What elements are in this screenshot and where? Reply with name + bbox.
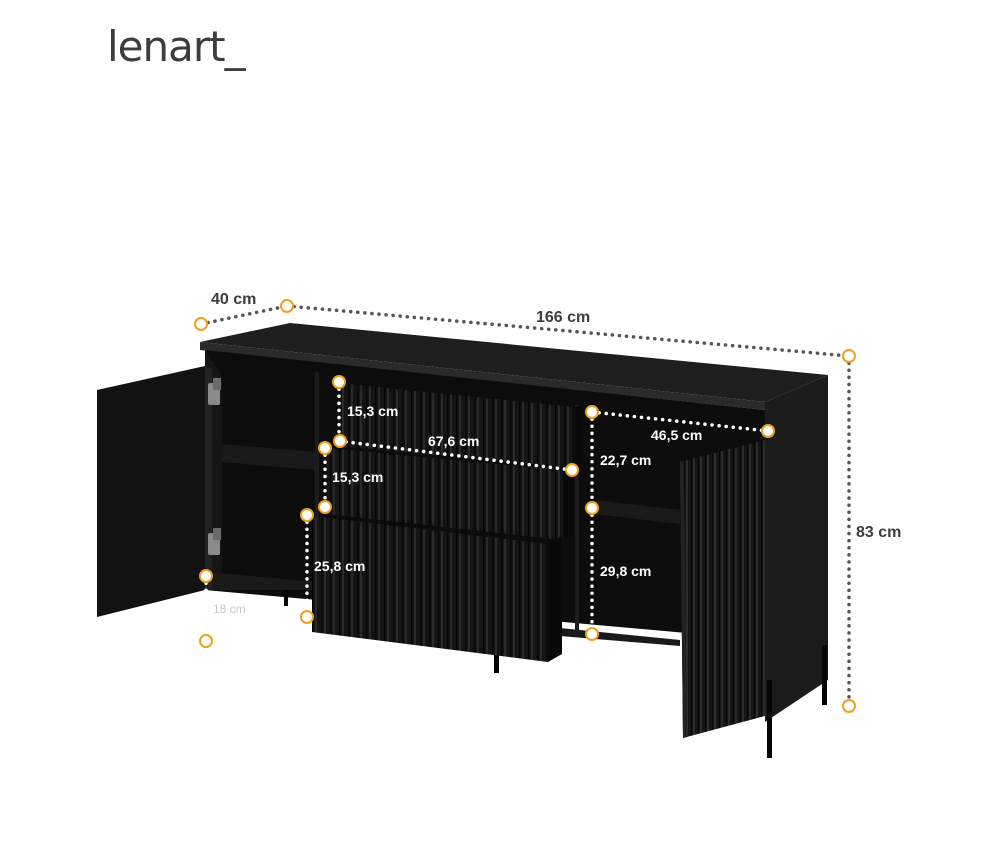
leg-left-back xyxy=(284,590,288,606)
dimension-marker-icon xyxy=(199,634,213,648)
left-door xyxy=(97,366,221,617)
dimension-marker-icon xyxy=(194,317,208,331)
right-shelf xyxy=(595,500,680,524)
shelf-depth-label: 46,5 cm xyxy=(651,427,702,443)
dimension-marker-icon xyxy=(300,508,314,522)
dimension-marker-icon xyxy=(318,441,332,455)
dimension-marker-icon xyxy=(280,299,294,313)
dimension-marker-icon xyxy=(842,349,856,363)
height-label: 83 cm xyxy=(856,524,901,541)
dimension-marker-icon xyxy=(300,610,314,624)
dimension-marker-icon xyxy=(761,424,775,438)
left-shelf xyxy=(222,444,318,470)
drawer-middle xyxy=(326,448,573,540)
drawer-top xyxy=(338,383,581,468)
drawer-top-height-label: 15,3 cm xyxy=(347,403,398,419)
drawer-bottom-height-label: 25,8 cm xyxy=(314,558,365,574)
dimension-marker-icon xyxy=(842,699,856,713)
dimension-marker-icon xyxy=(585,627,599,641)
dimension-marker-icon xyxy=(585,405,599,419)
dimension-marker-icon xyxy=(565,463,579,477)
leg-right-front xyxy=(767,680,772,758)
shelf-upper-height-label: 22,7 cm xyxy=(600,452,651,468)
leg-height-label: 18 cm xyxy=(213,602,246,616)
drawer-width-label: 67,6 cm xyxy=(428,433,479,449)
leg-center xyxy=(494,640,499,673)
width-line xyxy=(285,304,851,358)
drawer-middle-height-label: 15,3 cm xyxy=(332,469,383,485)
shelf-depth-line xyxy=(590,410,770,433)
dimension-marker-icon xyxy=(199,569,213,583)
width-label: 166 cm xyxy=(536,309,590,326)
shelf-lower-height-label: 29,8 cm xyxy=(600,563,651,579)
drawer-bottom xyxy=(312,516,562,662)
brand-logo: lenart_ xyxy=(107,22,246,71)
legs xyxy=(284,590,827,758)
dimension-marker-icon xyxy=(332,375,346,389)
dimension-marker-icon xyxy=(585,501,599,515)
dimension-marker-icon xyxy=(318,500,332,514)
depth-label: 40 cm xyxy=(211,291,256,308)
depth-line xyxy=(199,304,289,326)
right-door xyxy=(680,440,765,738)
dimension-marker-icon xyxy=(333,434,347,448)
leg-right-back xyxy=(822,645,827,705)
